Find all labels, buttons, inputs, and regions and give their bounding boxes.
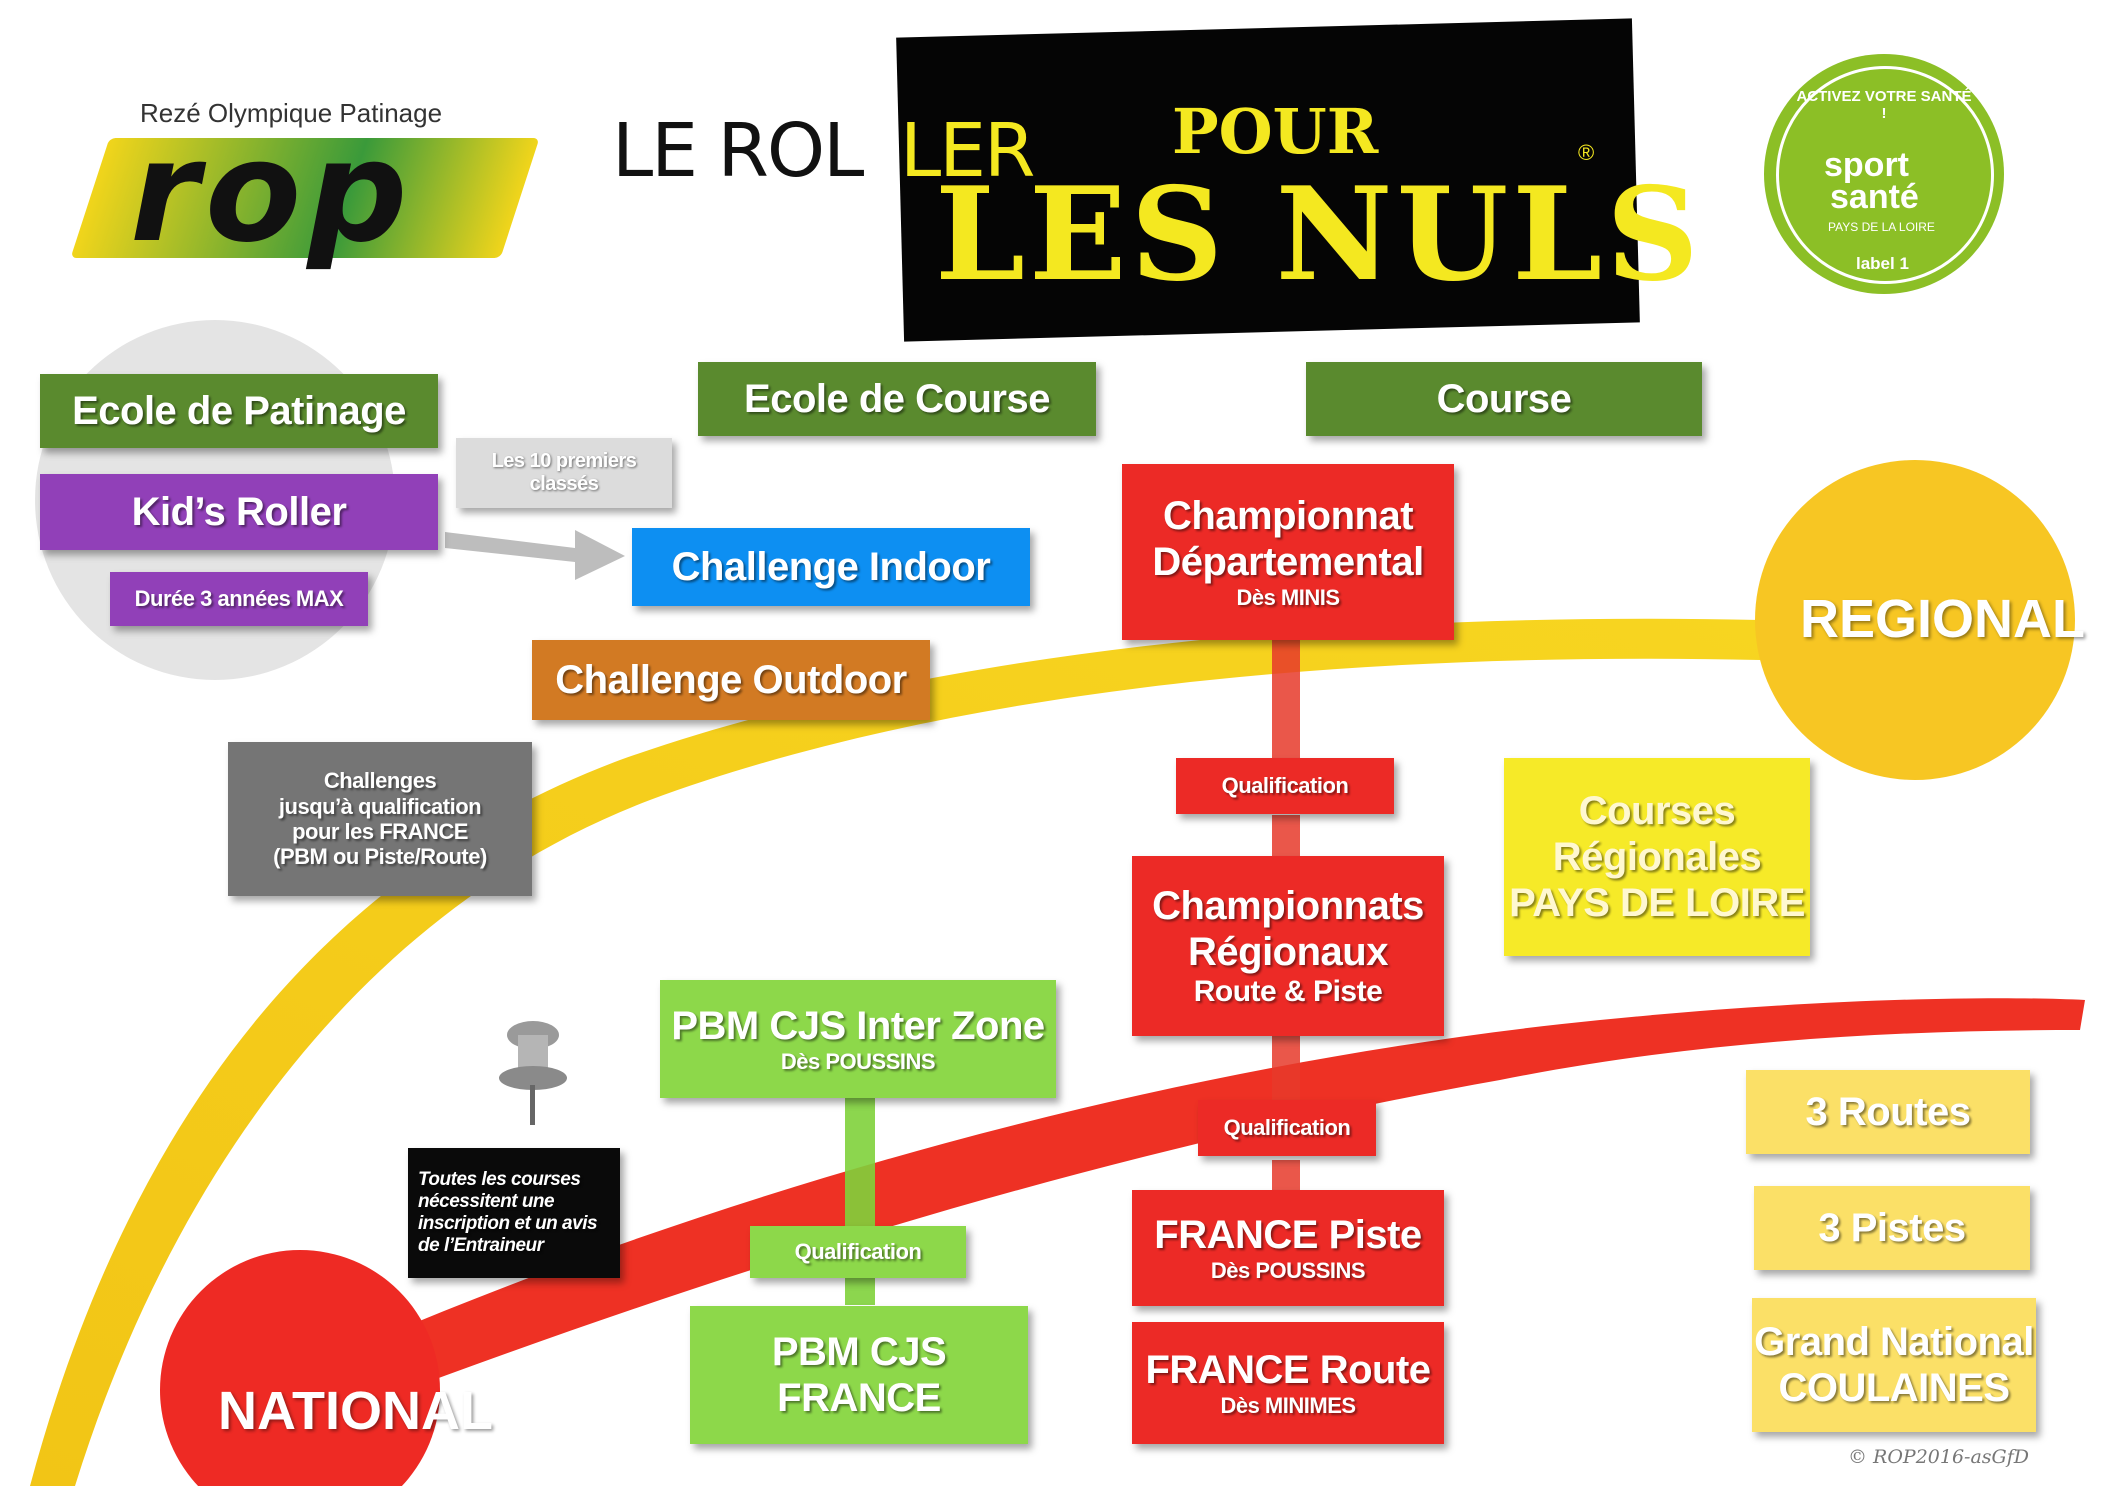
title-part2: LER xyxy=(900,108,1035,194)
title-nuls: LES NULS xyxy=(935,160,1703,310)
france-piste-box: FRANCE Piste Dès POUSSINS xyxy=(1132,1190,1444,1306)
pbm-france-line1: PBM CJS xyxy=(771,1330,947,1374)
gn-line1: Grand National xyxy=(1754,1320,2034,1364)
challenges-line4: (PBM ou Piste/Route) xyxy=(273,844,487,870)
sport-sante-badge: ACTIVEZ VOTRE SANTÉ ! sport santé PAYS D… xyxy=(1764,54,2004,294)
courses-reg-line2: Régionales xyxy=(1552,835,1762,879)
pbm-france-box: PBM CJS FRANCE xyxy=(690,1306,1028,1444)
top10-line1: Les 10 premiers xyxy=(491,450,637,472)
note-line2: nécessitent une xyxy=(418,1191,555,1213)
champ-regionaux-box: Championnats Régionaux Route & Piste xyxy=(1132,856,1444,1036)
registered-mark: ® xyxy=(1578,140,1595,165)
pbm-interzone-sub: Dès POUSSINS xyxy=(780,1049,936,1075)
challenges-box: Challenges jusqu’à qualification pour le… xyxy=(228,742,532,896)
courses-regionales-box: Courses Régionales PAYS DE LOIRE xyxy=(1504,758,1810,956)
pbm-interzone-title: PBM CJS Inter Zone xyxy=(671,1004,1045,1049)
badge-line1: sport xyxy=(1824,146,1909,184)
routes-box: 3 Routes xyxy=(1746,1070,2030,1154)
france-route-title: FRANCE Route xyxy=(1145,1348,1431,1393)
top10-line2: classés xyxy=(529,473,599,495)
badge-ring-text: ACTIVEZ VOTRE SANTÉ ! xyxy=(1796,88,1972,122)
regional-label: REGIONAL xyxy=(1800,589,2086,649)
challenges-line3: pour les FRANCE xyxy=(292,819,468,844)
push-pin-icon xyxy=(499,1021,567,1125)
header-ecole-patinage: Ecole de Patinage xyxy=(40,374,438,448)
connector-pbm-green-2 xyxy=(845,1275,875,1305)
france-piste-sub: Dès POUSSINS xyxy=(1210,1258,1366,1284)
copyright: © ROP2016-asGfD xyxy=(1848,1446,2030,1468)
badge-region: PAYS DE LA LOIRE xyxy=(1828,220,1935,234)
title-part1: LE ROL xyxy=(612,108,864,194)
pbm-france-line2: FRANCE xyxy=(777,1376,941,1420)
pistes-box: 3 Pistes xyxy=(1754,1186,2030,1270)
club-logo: Rezé Olympique Patinage rop xyxy=(70,98,550,278)
champ-reg-line2: Régionaux xyxy=(1188,929,1388,974)
connector-course-red-1 xyxy=(1272,640,1300,760)
grand-national-box: Grand National COULAINES xyxy=(1752,1298,2036,1432)
inscription-note: Toutes les courses nécessitent une inscr… xyxy=(408,1148,620,1278)
badge-line2: santé xyxy=(1830,178,1919,216)
note-line1: Toutes les courses xyxy=(418,1169,581,1191)
duree-box: Durée 3 années MAX xyxy=(110,572,368,626)
pbm-qualification-box: Qualification xyxy=(750,1226,966,1278)
champ-reg-line1: Championnats xyxy=(1152,883,1424,928)
challenges-line2: jusqu’à qualification xyxy=(278,793,482,819)
national-label: NATIONAL xyxy=(218,1381,493,1441)
connector-course-red-4 xyxy=(1272,1160,1300,1190)
challenges-line1: Challenges xyxy=(323,768,437,794)
connector-pbm-green xyxy=(845,1095,875,1230)
connector-course-red-3 xyxy=(1272,1035,1300,1105)
header-course: Course xyxy=(1306,362,1702,436)
champ-departemental-box: Championnat Départemental Dès MINIS xyxy=(1122,464,1454,640)
gn-line2: COULAINES xyxy=(1778,1366,2010,1410)
national-circle xyxy=(160,1250,440,1486)
arrow-to-indoor xyxy=(445,530,625,580)
pbm-interzone-box: PBM CJS Inter Zone Dès POUSSINS xyxy=(660,980,1056,1098)
qualification-box-2: Qualification xyxy=(1198,1100,1376,1156)
top10-box: Les 10 premiers classés xyxy=(456,438,672,508)
courses-reg-line3: PAYS DE LOIRE xyxy=(1509,881,1805,925)
challenge-indoor-box: Challenge Indoor xyxy=(632,528,1030,606)
club-name: Rezé Olympique Patinage xyxy=(140,98,443,128)
header-ecole-course: Ecole de Course xyxy=(698,362,1096,436)
champ-dep-line2: Départemental xyxy=(1152,540,1424,585)
note-line3: inscription et un avis xyxy=(418,1213,598,1234)
kids-roller-box: Kid’s Roller xyxy=(40,474,438,550)
note-line4: de l’Entraineur xyxy=(418,1234,544,1256)
qualification-box-1: Qualification xyxy=(1176,758,1394,814)
club-logo-text: rop xyxy=(130,111,414,274)
champ-dep-line1: Championnat xyxy=(1162,494,1414,539)
badge-label: label 1 xyxy=(1856,254,1909,273)
france-route-sub: Dès MINIMES xyxy=(1220,1393,1356,1419)
courses-reg-line1: Courses xyxy=(1578,789,1736,833)
champ-reg-sub: Route & Piste xyxy=(1193,974,1383,1008)
regional-circle xyxy=(1755,460,2075,780)
france-piste-title: FRANCE Piste xyxy=(1154,1213,1422,1258)
champ-dep-sub: Dès MINIS xyxy=(1236,585,1340,611)
france-route-box: FRANCE Route Dès MINIMES xyxy=(1132,1322,1444,1444)
challenge-outdoor-box: Challenge Outdoor xyxy=(532,640,930,720)
title-pour: POUR xyxy=(1172,95,1379,168)
